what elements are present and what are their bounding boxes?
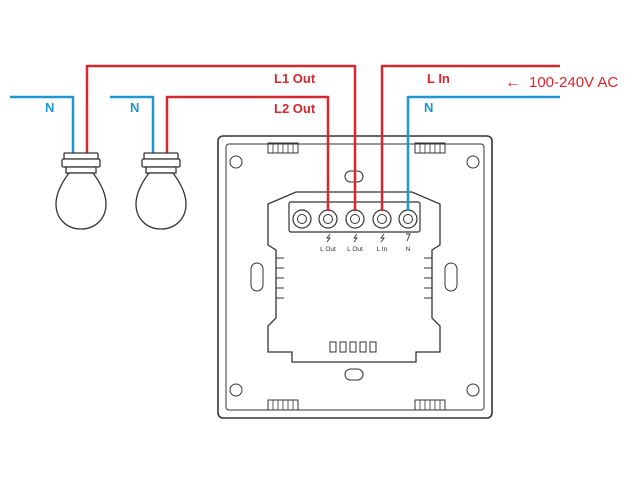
lightning-icon: [326, 233, 411, 243]
screw-hole: [466, 155, 480, 169]
mount-slot-bottom: [344, 368, 364, 381]
terminal-label: N: [406, 246, 411, 253]
terminal-label: L Out: [347, 246, 363, 253]
l2-out-wire: [165, 95, 330, 211]
terminal-label: L Out: [320, 246, 336, 253]
neutral-wire-supply: [406, 95, 560, 211]
l-in-wire: [380, 64, 560, 211]
neutral-label-supply: N: [424, 100, 433, 115]
neutral-label-bulb-1: N: [45, 100, 54, 115]
screw-hole: [229, 155, 243, 169]
terminal-labels: L Out L Out L In N: [320, 246, 410, 253]
neutral-label-bulb-2: N: [130, 100, 139, 115]
wires: [10, 64, 560, 211]
l-in-label: L In: [427, 71, 450, 86]
neutral-wire-bulb-1: [10, 95, 75, 153]
l1-out-label: L1 Out: [274, 71, 316, 86]
l2-out-label: L2 Out: [274, 101, 316, 116]
light-bulb-icon: [55, 152, 107, 230]
supply-arrow: ←: [505, 74, 521, 91]
terminal-label: L In: [377, 246, 388, 253]
l1-out-wire: [85, 64, 357, 211]
neutral-wire-bulb-2: [110, 95, 155, 153]
screw-hole: [466, 383, 480, 397]
terminal-screws: [292, 209, 418, 229]
supply-voltage-label: 100-240V AC: [529, 74, 618, 91]
screw-hole: [229, 383, 243, 397]
light-bulb-icon: [135, 152, 187, 230]
